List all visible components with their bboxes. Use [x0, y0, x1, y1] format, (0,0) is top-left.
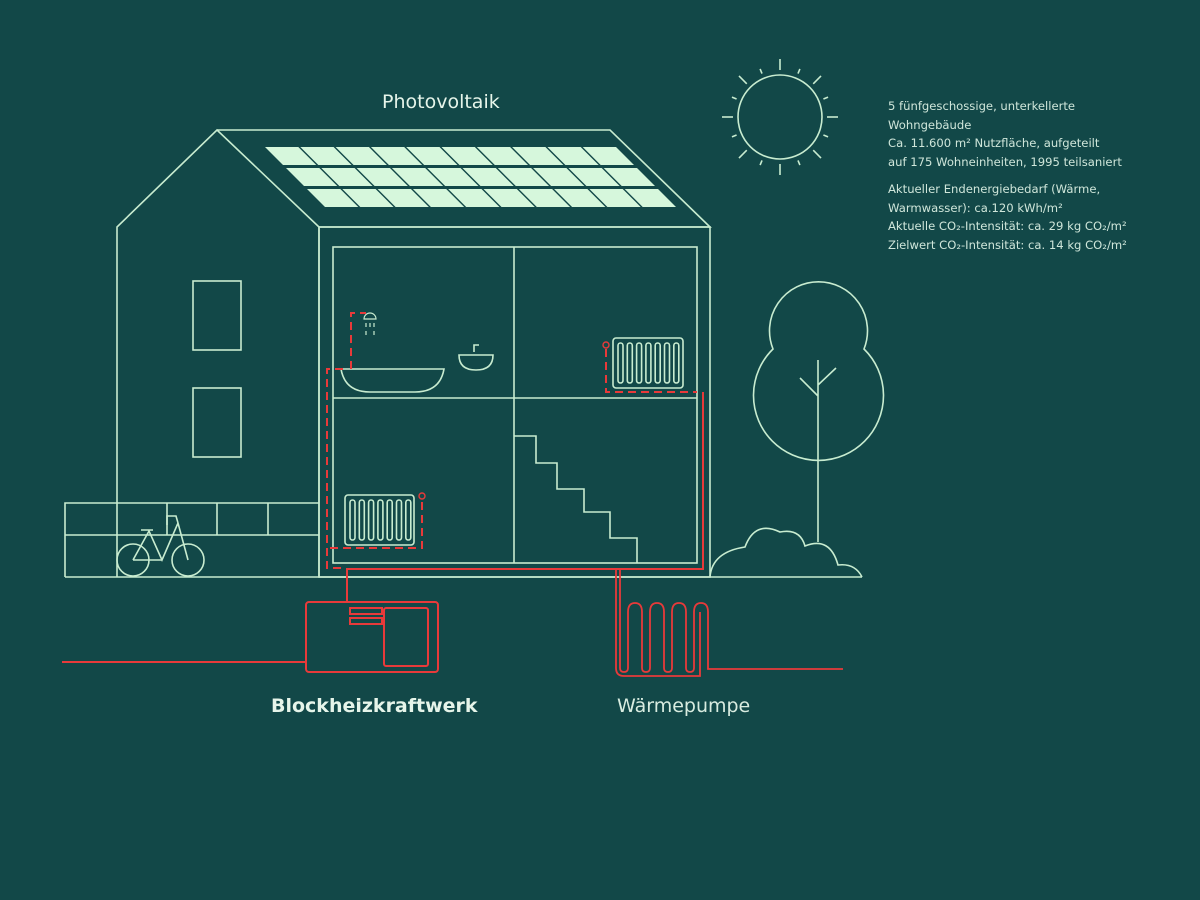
heating-pipe-main [346, 392, 704, 602]
solar-panel [321, 168, 373, 186]
solar-panel [286, 168, 338, 186]
bicycle-icon [116, 515, 205, 577]
sun-ray [731, 134, 737, 138]
solar-panel [518, 189, 571, 207]
sun-ray [823, 96, 829, 100]
info-line: Wohngebäude [888, 117, 972, 132]
blockheizkraftwerk-label: Blockheizkraftwerk [271, 695, 478, 717]
heat-pump-coil [615, 569, 843, 677]
radiator-fin [349, 499, 356, 541]
solar-panel [547, 147, 599, 165]
solar-panel [533, 168, 585, 186]
gable-house-outline [116, 128, 320, 577]
solar-panel [427, 168, 479, 186]
radiator-fin [654, 342, 662, 384]
bathtub [340, 368, 445, 393]
solar-panel [300, 147, 352, 165]
house-interior [332, 246, 698, 564]
sun-ray [759, 68, 763, 74]
info-line: 5 fünfgeschossige, unterkellerte [888, 99, 1076, 113]
heating-pipe-dashed [326, 312, 697, 569]
sun-ray [812, 75, 822, 85]
sun-ray [738, 75, 748, 85]
solar-panel [512, 147, 564, 165]
sun-ray [731, 96, 737, 100]
radiator-fin [367, 499, 375, 541]
solar-panel [483, 189, 535, 207]
radiator-fin [386, 499, 394, 541]
radiator-fin [617, 342, 624, 384]
stairs [514, 435, 638, 563]
radiator-fin [645, 342, 652, 384]
radiator-fin [395, 499, 403, 541]
photovoltaik-label: Photovoltaik [382, 91, 500, 113]
radiator-valve-icon [602, 341, 610, 349]
solar-panel [568, 168, 620, 186]
radiator-fin [635, 342, 643, 384]
solar-panel [462, 168, 514, 186]
info-line: Zielwert CO₂-Intensität: ca. 14 kg CO₂/m… [888, 237, 1127, 252]
solar-panel [476, 147, 529, 165]
sun-ray [812, 149, 822, 159]
radiator-fin [663, 342, 671, 384]
shower-head-icon [363, 312, 377, 335]
blockheizkraftwerk-unit [62, 601, 439, 673]
sink-icon [458, 344, 494, 371]
building-info: 5 fünfgeschossige, unterkellerte Wohngeb… [888, 97, 1122, 171]
solar-panel [265, 147, 317, 165]
radiator-fin [377, 499, 384, 541]
window [192, 280, 242, 351]
sun-ray [797, 68, 801, 74]
sun-ray [797, 160, 801, 166]
solar-panel [497, 168, 550, 186]
solar-panel [356, 168, 408, 186]
solar-panel [582, 147, 634, 165]
solar-panel [624, 189, 676, 207]
solar-panel [342, 189, 394, 207]
solar-panel [589, 189, 641, 207]
energy-info: Aktueller Endenergiebedarf (Wärme, Warmw… [888, 180, 1127, 254]
solar-panel [335, 147, 387, 165]
info-line: Aktueller Endenergiebedarf (Wärme, [888, 182, 1101, 196]
window [192, 387, 242, 458]
info-line: auf 175 Wohneinheiten, 1995 teilsaniert [888, 154, 1122, 169]
bush-icon [709, 527, 863, 578]
sun-ray [759, 160, 763, 166]
solar-panel [603, 168, 655, 186]
solar-panel [406, 147, 458, 165]
solar-panel [554, 189, 606, 207]
solar-panel [391, 168, 444, 186]
sun-ray [823, 134, 829, 138]
radiator-fin [404, 499, 412, 541]
info-line: Warmwasser): ca.120 kWh/m² [888, 200, 1063, 215]
solar-panel [377, 189, 429, 207]
solar-panel [307, 189, 359, 207]
info-line: Aktuelle CO₂-Intensität: ca. 29 kg CO₂/m… [888, 219, 1127, 233]
radiator-fin [626, 342, 634, 384]
garden-wall [64, 502, 319, 577]
radiator-upper [612, 337, 684, 389]
sun-ray [738, 149, 748, 159]
solar-panel-array [265, 147, 676, 207]
solar-panel [370, 147, 423, 165]
waermepumpe-label: Wärmepumpe [617, 695, 751, 717]
solar-panel [412, 189, 465, 207]
radiator-fin [358, 499, 366, 541]
radiator-valve-icon [418, 492, 426, 500]
tree-icon [752, 281, 885, 542]
solar-panel [441, 147, 493, 165]
sun-icon [722, 59, 838, 175]
radiator-lower [344, 494, 415, 546]
radiator-fin [672, 342, 680, 384]
info-line: Ca. 11.600 m² Nutzfläche, aufgeteilt [888, 136, 1100, 150]
solar-panel [448, 189, 500, 207]
